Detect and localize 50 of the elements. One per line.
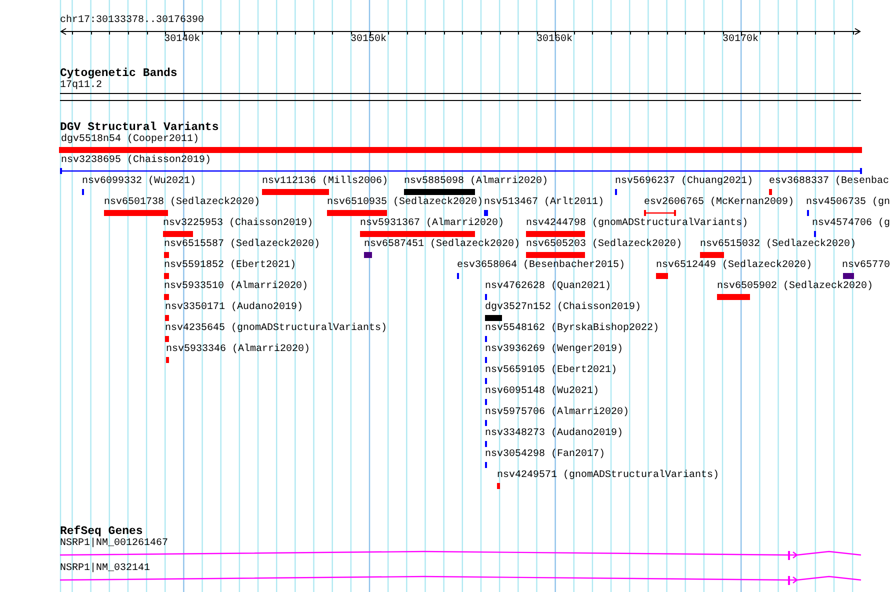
transcript-label: NSRP1|NM_032141	[60, 564, 150, 574]
variant-label: nsv6515032 (Sedlazeck2020)	[700, 240, 856, 250]
variant-label: nsv5931367 (Almarri2020)	[360, 219, 504, 229]
variant-label: nsv4574706 (g	[812, 219, 890, 229]
variant-label: nsv5933510 (Almarri2020)	[164, 282, 308, 292]
variant-label: esv3688337 (Besenbac	[769, 177, 890, 187]
band-label: 17q11.2	[60, 81, 102, 91]
variant-label: dgv5518n54 (Cooper2011)	[61, 135, 200, 145]
variant-label: esv3658064 (Besenbacher2015)	[457, 261, 626, 271]
variant-label: nsv65770	[842, 261, 890, 271]
track-title: RefSeq Genes	[60, 526, 143, 538]
variant-label: nsv5885098 (Almarri2020)	[404, 177, 548, 187]
variant-label: nsv5591852 (Ebert2021)	[164, 261, 296, 271]
variant-label: nsv6501738 (Sedlazeck2020)	[104, 198, 260, 208]
variant-label: esv2606765 (McKernan2009)	[644, 198, 794, 208]
variant-label: nsv6515587 (Sedlazeck2020)	[164, 240, 320, 250]
variant-label: nsv5696237 (Chuang2021)	[615, 177, 754, 187]
variant-label: nsv6512449 (Sedlazeck2020)	[656, 261, 812, 271]
variant-label: nsv6099332 (Wu2021)	[82, 177, 196, 187]
variant-label: nsv112136 (Mills2006)	[262, 177, 388, 187]
variant-label: nsv5659105 (Ebert2021)	[485, 366, 618, 376]
track-title: DGV Structural Variants	[60, 122, 219, 134]
variant-label: nsv4506735 (gn	[806, 198, 890, 208]
variant-label: nsv5933346 (Almarri2020)	[166, 345, 310, 355]
tick-label: 30160k	[536, 35, 572, 45]
coordinate-label: chr17:30133378..30176390	[60, 16, 204, 26]
variant-label: nsv513467 (Arlt2011)	[484, 198, 604, 208]
variant-label: nsv3348273 (Audano2019)	[485, 429, 624, 439]
variant-label: nsv3054298 (Fan2017)	[485, 450, 606, 460]
variant-label: nsv6095148 (Wu2021)	[485, 387, 600, 397]
variant-label: dgv3527n152 (Chaisson2019)	[485, 303, 642, 313]
variant-label: nsv3936269 (Wenger2019)	[485, 345, 624, 355]
transcript-label: NSRP1|NM_001261467	[60, 539, 168, 549]
variant-label: nsv6587451 (Sedlazeck2020)	[364, 240, 520, 250]
variant-label: nsv3225953 (Chaisson2019)	[163, 219, 314, 229]
variant-label: nsv5975706 (Almarri2020)	[485, 408, 630, 418]
variant-label: nsv4249571 (gnomADStructuralVariants)	[497, 471, 720, 481]
variant-label: nsv6505203 (Sedlazeck2020)	[526, 240, 682, 250]
track-title: Cytogenetic Bands	[60, 68, 178, 80]
variant-label: nsv3350171 (Audano2019)	[165, 303, 304, 313]
variant-label: nsv6505902 (Sedlazeck2020)	[717, 282, 874, 292]
variant-label: nsv3238695 (Chaisson2019)	[61, 156, 212, 166]
variant-label: nsv5548162 (ByrskaBishop2022)	[485, 324, 660, 334]
variant-label: nsv4235645 (gnomADStructuralVariants)	[165, 324, 388, 334]
tick-label: 30170k	[722, 35, 758, 45]
variant-label: nsv6510935 (Sedlazeck2020)	[327, 198, 484, 208]
tick-label: 30150k	[350, 35, 386, 45]
variant-label: nsv4762628 (Quan2021)	[485, 282, 612, 292]
tick-label: 30140k	[164, 35, 200, 45]
variant-label: nsv4244798 (gnomADStructuralVariants)	[526, 219, 748, 229]
